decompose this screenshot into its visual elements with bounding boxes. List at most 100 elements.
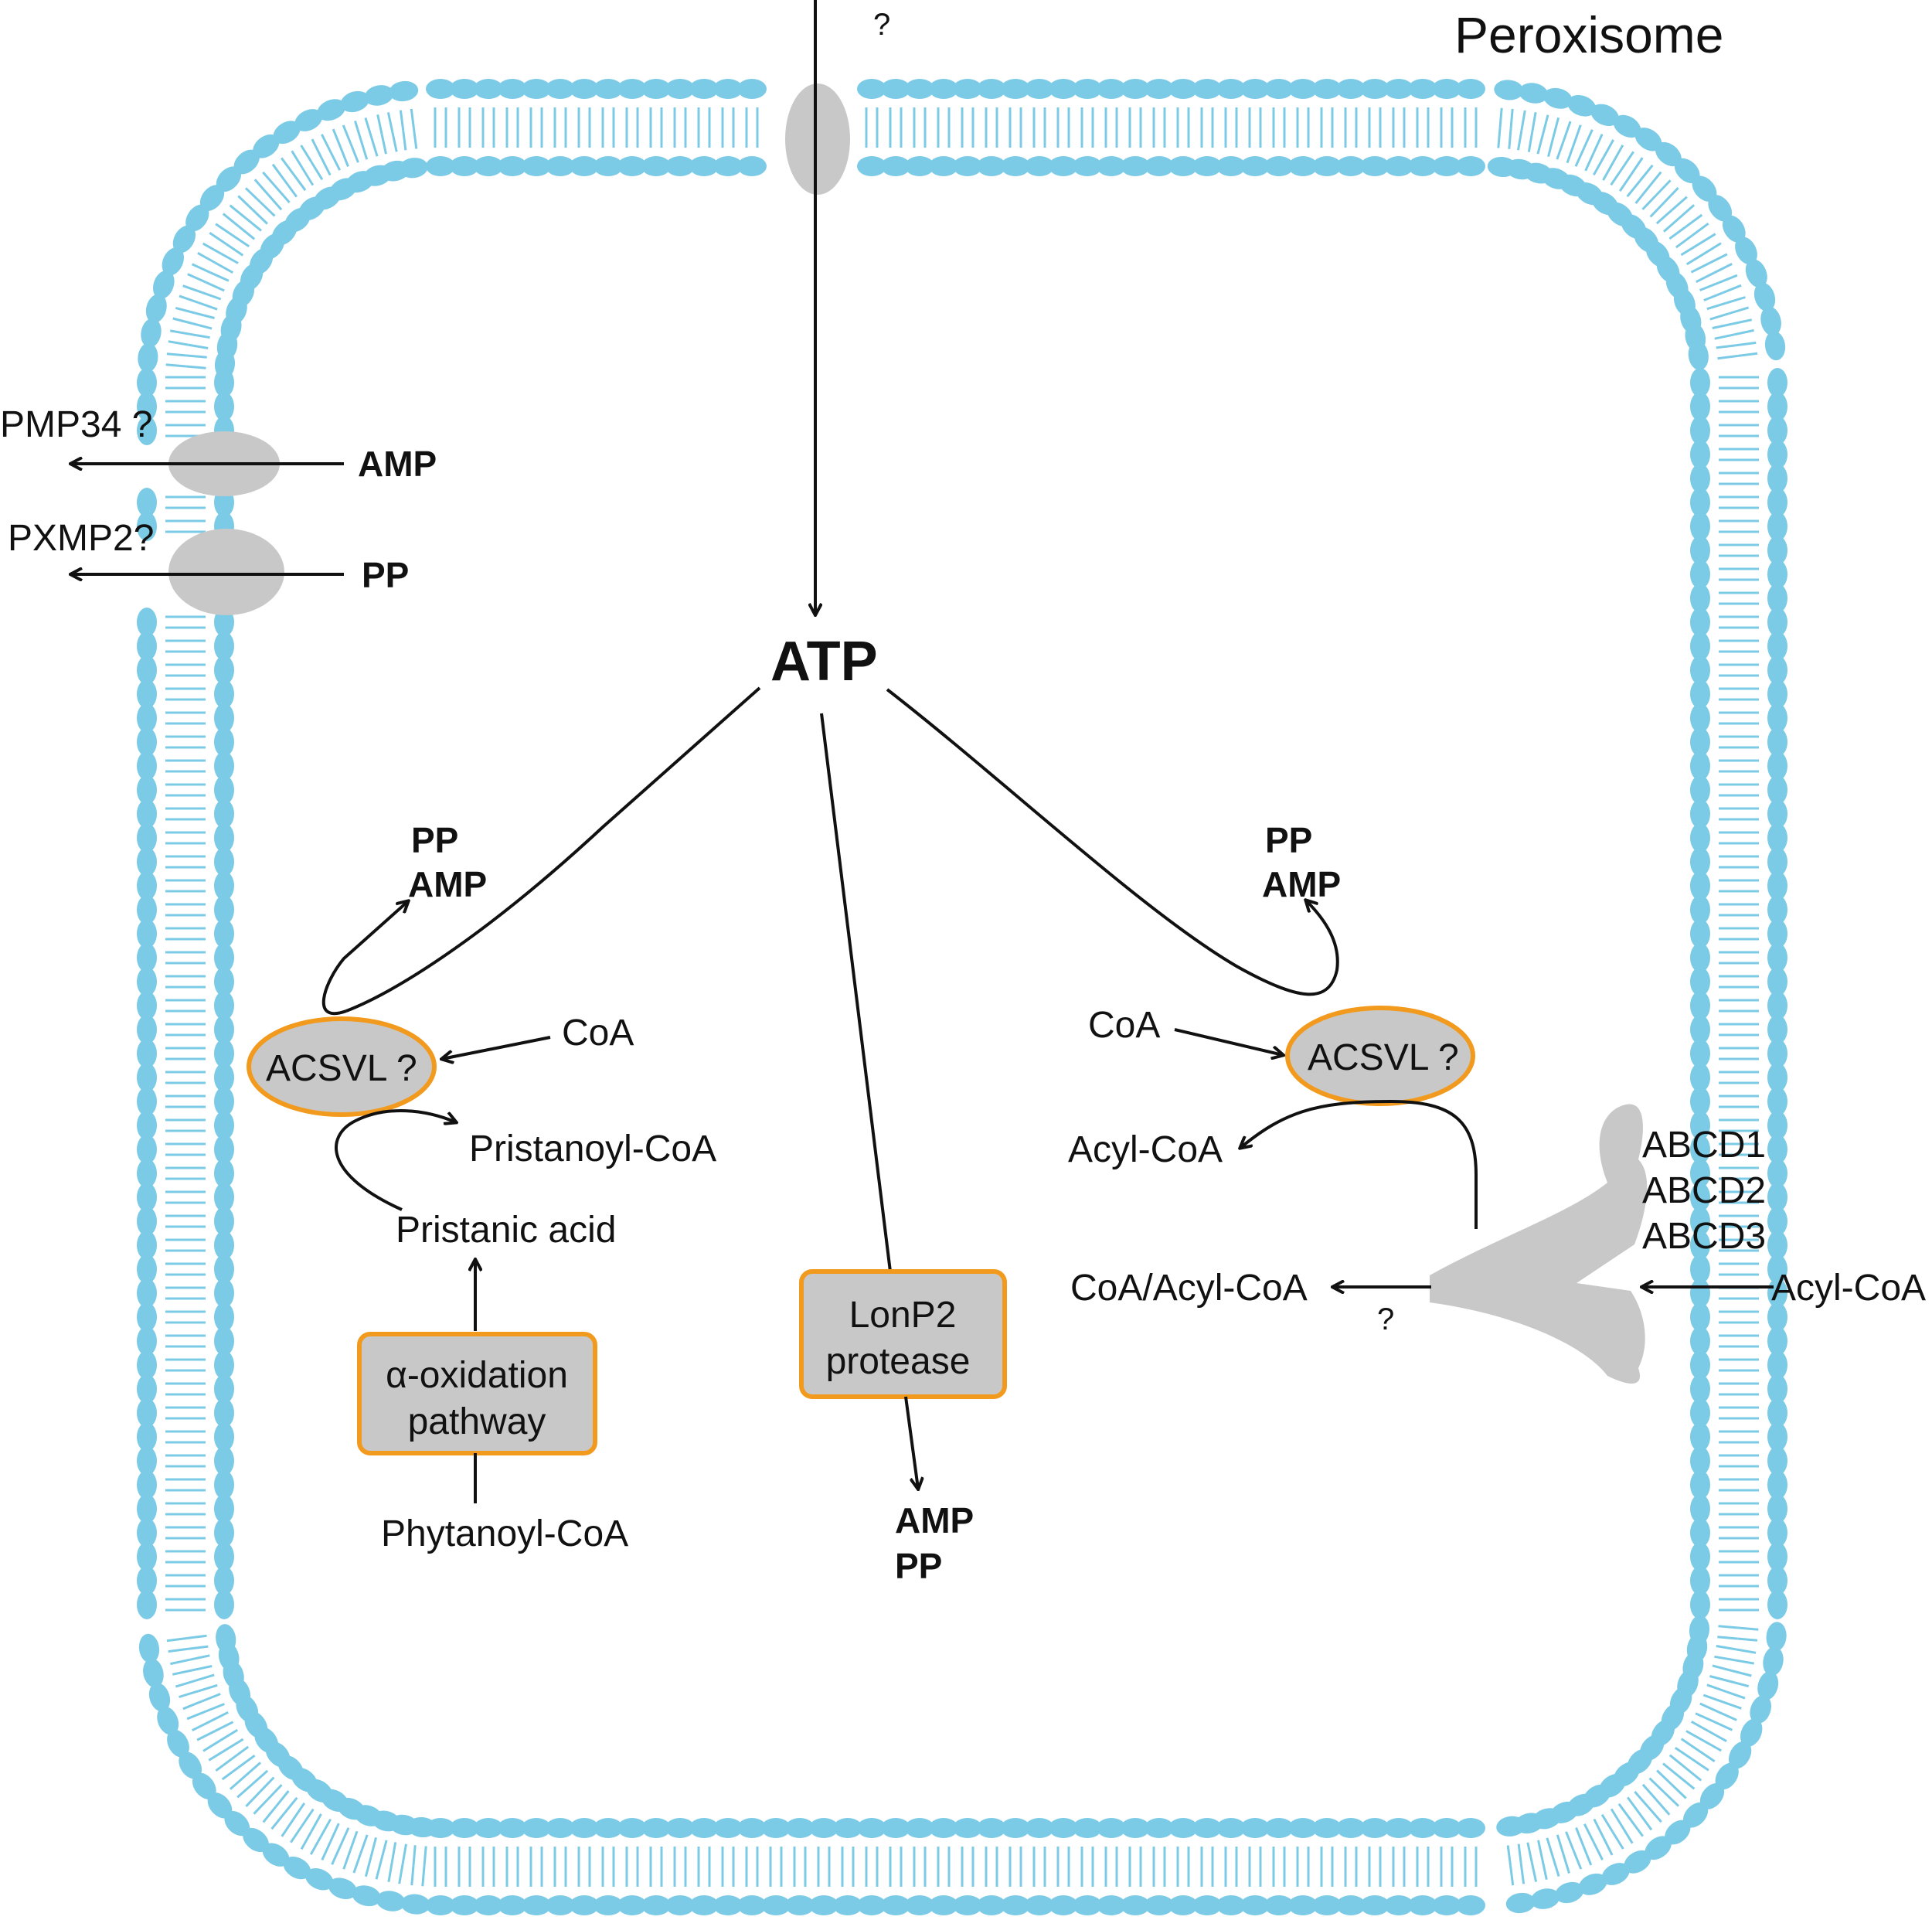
lipid-head	[1767, 1446, 1787, 1476]
lipid-head	[137, 1374, 157, 1404]
lipid-head	[1690, 1302, 1710, 1332]
lipid-head	[141, 318, 162, 348]
lipid-tail	[1736, 341, 1757, 347]
lipid-head	[1690, 1207, 1710, 1236]
lipid-tail	[1702, 1739, 1723, 1752]
lipid-tail	[196, 1730, 216, 1741]
lipid-tail	[202, 242, 222, 255]
lipid-head	[1665, 1820, 1691, 1845]
lipid-head	[1312, 1818, 1342, 1838]
lipid-head	[1767, 1326, 1787, 1356]
lipid-head	[214, 1566, 234, 1595]
lipid-head	[1767, 1231, 1787, 1260]
lipid-tail	[172, 1669, 193, 1676]
pp-export-label: PP	[362, 555, 409, 595]
lipid-head	[137, 847, 157, 877]
lipid-tail	[222, 213, 240, 228]
lipid-tail	[1709, 1675, 1730, 1683]
lipid-head	[1708, 195, 1733, 222]
lipid-head	[977, 79, 1006, 99]
lipid-tail	[267, 193, 283, 211]
lipid-head	[317, 99, 346, 121]
lipid-head	[522, 1818, 551, 1838]
lipid-tail	[1611, 144, 1624, 164]
lipid-tail	[1563, 121, 1572, 141]
lipid-head	[137, 1063, 157, 1092]
pristanoyl-coa-label: Pristanoyl-CoA	[469, 1129, 716, 1169]
lipid-tail	[1572, 1850, 1583, 1870]
lipid-head	[450, 79, 479, 99]
lipid-head	[233, 149, 260, 175]
lipid-head	[474, 156, 503, 176]
lipid-head	[1543, 87, 1573, 109]
lipid-head	[1530, 1888, 1560, 1909]
lipid-head	[294, 109, 323, 131]
lipid-tail	[198, 301, 218, 311]
lipid-head	[1764, 331, 1786, 361]
lipid-head	[283, 1856, 311, 1880]
lipid-tail	[1546, 1837, 1554, 1858]
lipid-tail	[1641, 194, 1658, 210]
lipid-head	[1025, 1895, 1054, 1915]
lipid-head	[1384, 156, 1413, 176]
lipid-tail	[201, 291, 222, 301]
lipid-tail	[320, 156, 332, 176]
lipid-head	[833, 1818, 862, 1838]
lipid-tail	[1506, 1845, 1512, 1866]
lipid-tail	[402, 130, 407, 151]
lipid-head	[1767, 727, 1787, 757]
lipid-head	[498, 1818, 527, 1838]
lipid-tail	[1678, 1775, 1696, 1790]
lipid-head	[1001, 156, 1030, 176]
lipid-tail	[189, 332, 210, 339]
lipid-tail	[1626, 1796, 1641, 1815]
lipid-head	[207, 1792, 233, 1819]
lipid-head	[1288, 1895, 1318, 1915]
lipid-tail	[225, 1738, 244, 1751]
lipid-head	[137, 1231, 157, 1260]
lipid-head	[1690, 631, 1710, 661]
lipid-tail	[1562, 1854, 1570, 1874]
lipid-head	[172, 225, 196, 254]
pristanic-acid-label: Pristanic acid	[396, 1210, 616, 1251]
lipid-head	[1750, 1695, 1771, 1724]
lipid-tail	[1647, 1806, 1662, 1823]
lipid-head	[1690, 1135, 1710, 1164]
lipid-head	[1360, 1818, 1389, 1838]
lipid-tail	[301, 1808, 315, 1827]
lipid-tail	[1674, 1746, 1693, 1761]
lipid-head	[857, 79, 886, 99]
lipid-head	[1025, 156, 1054, 176]
lipid-tail	[291, 150, 304, 169]
lipid-head	[474, 1895, 503, 1915]
lipid-head	[1690, 1422, 1710, 1452]
lipid-tail	[179, 294, 199, 304]
lipid-tail	[1547, 137, 1555, 157]
lipid-head	[1384, 79, 1413, 99]
lipid-tail	[311, 162, 324, 181]
lipid-head	[1715, 1762, 1739, 1790]
lipid-head	[641, 1895, 671, 1915]
abcd-transporter	[1430, 1104, 1648, 1384]
lipid-head	[1432, 156, 1461, 176]
lipid-tail	[370, 136, 379, 157]
lipid-head	[1001, 1895, 1030, 1915]
lipid-tail	[1691, 1758, 1709, 1772]
lipid-head	[1494, 80, 1524, 100]
lipid-head	[1690, 440, 1710, 469]
lipid-tail	[1655, 1799, 1671, 1816]
lipid-head	[214, 1350, 234, 1380]
acsvl-left-enzyme	[247, 1016, 437, 1117]
lipid-tail	[1712, 322, 1733, 329]
lipid-tail	[205, 281, 225, 292]
lonp2-products-arrow	[904, 1396, 918, 1489]
lipid-head	[1690, 1590, 1710, 1619]
lipid-tail	[208, 1748, 227, 1762]
lipid-head	[389, 80, 419, 102]
lipid-head	[1690, 847, 1710, 877]
lipid-tail	[1497, 128, 1502, 148]
lipid-head	[305, 1867, 334, 1891]
lipid-tail	[192, 322, 213, 330]
lipid-tail	[168, 1647, 189, 1653]
lipid-tail	[354, 121, 362, 141]
